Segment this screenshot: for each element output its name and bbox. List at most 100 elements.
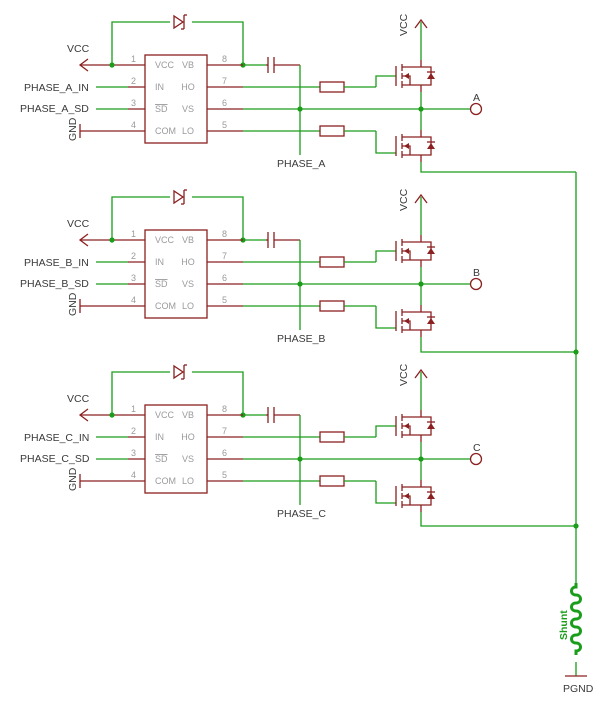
fet-vcc-arrow-icon [414,18,428,29]
junction-dot [573,523,579,529]
ic-pin-number: 5 [222,120,227,130]
ic-pin-number: 2 [131,426,136,436]
low-gate-resistor-icon [319,300,345,312]
ic-pin-name: VS [182,104,194,114]
junction-dot [109,237,115,243]
diode-triangle [173,14,185,30]
ic-pin-number: 8 [222,54,227,64]
low-side-mosfet-icon [395,305,435,337]
junction-dot [109,412,115,418]
gate-wire [375,481,396,504]
output-label: A [473,92,480,104]
high-gate-resistor-icon [319,81,345,93]
shunt-label: Shunt [558,610,570,640]
ic-pin-name: HO [181,82,195,92]
gnd-label: GND [67,117,79,141]
fet-body-diode [427,73,435,79]
ic-pin-name: COM [155,126,176,136]
gate-wire [375,75,396,87]
ic-pin-number: 5 [222,470,227,480]
output-terminal-icon [469,452,483,466]
fet-arrow [404,73,409,79]
phase-section-b: VCC1VCC2IN3SD4COM8VB7HO6VS5LOPHASE_B_INP… [20,188,576,353]
ic-pin-number: 2 [131,76,136,86]
ic-pin-name: VS [182,279,194,289]
driver-ic-body [144,54,208,144]
ic-pin-number: 2 [131,251,136,261]
ic-pin-name: IN [155,82,164,92]
diode-mask [170,14,192,30]
gate-wire [375,306,396,329]
fet-vcc-label: VCC [398,363,410,386]
fet-arrow [404,318,409,324]
vcc-arrow-icon [78,408,89,422]
bootstrap-capacitor-icon [266,232,300,248]
ic-pin-name: VB [182,410,194,420]
ic-pin-number: 7 [222,251,227,261]
driver-ic-body [144,404,208,494]
ic-pin-number: 3 [131,98,136,108]
ic-pin-number: 4 [131,120,136,130]
fet-body-diode [427,493,435,499]
bootstrap-capacitor-icon [266,57,300,73]
fet-body-diode [427,423,435,429]
ic-pin-number: 1 [131,229,136,239]
fet-body-diode [427,318,435,324]
ic-pin-number: 8 [222,229,227,239]
ic-pin-name: SD [155,454,168,464]
fet-arrow [404,143,409,149]
ic-pin-number: 3 [131,273,136,283]
return-wire [420,337,576,353]
ic-pin-number: 8 [222,404,227,414]
phase-section-c: VCC1VCC2IN3SD4COM8VB7HO6VS5LOPHASE_C_INP… [20,363,576,527]
high-gate-resistor-icon [319,256,345,268]
fet-vcc-label: VCC [398,188,410,211]
ic-pin-name: VCC [155,410,175,420]
ic-pin-number: 4 [131,470,136,480]
ic-pin-name: HO [181,432,195,442]
vcc-label: VCC [67,393,90,405]
phase-net-label: PHASE_A [277,158,325,170]
output-terminal-icon [469,102,483,116]
phase-input-label: PHASE_A_IN [24,82,89,94]
high-side-mosfet-icon [395,410,435,442]
diode-triangle [173,364,185,380]
phase-sd-label: PHASE_C_SD [20,453,90,465]
output-terminal-icon [469,277,483,291]
vcc-label: VCC [67,43,90,55]
ic-pin-number: 6 [222,98,227,108]
ic-pin-name: COM [155,476,176,486]
ic-pin-number: 3 [131,448,136,458]
vcc-label: VCC [67,218,90,230]
ic-pin-name: HO [181,257,195,267]
ic-pin-name: LO [182,476,194,486]
diode-mask [170,189,192,205]
low-side-mosfet-icon [395,130,435,162]
high-side-mosfet-icon [395,235,435,267]
diode-triangle [173,189,185,205]
vcc-arrow-icon [78,58,89,72]
ic-pin-name: VB [182,60,194,70]
low-gate-resistor-icon [319,475,345,487]
junction-dot [297,106,303,112]
high-gate-resistor-icon [319,431,345,443]
fet-vcc-arrow-icon [414,193,428,204]
fet-arrow [404,423,409,429]
ic-pin-name: SD [155,104,168,114]
ic-pin-name: VS [182,454,194,464]
ic-pin-number: 6 [222,448,227,458]
ic-pin-number: 1 [131,54,136,64]
vcc-arrow-icon [78,233,89,247]
driver-ic-body [144,229,208,319]
output-label: C [473,442,481,454]
fet-body-diode [427,248,435,254]
bootstrap-diode-icon [170,189,192,205]
gate-wire [375,425,396,437]
bootstrap-capacitor-icon [266,407,300,423]
gate-wire [375,250,396,262]
bootstrap-diode-icon [170,14,192,30]
diode-mask [170,364,192,380]
